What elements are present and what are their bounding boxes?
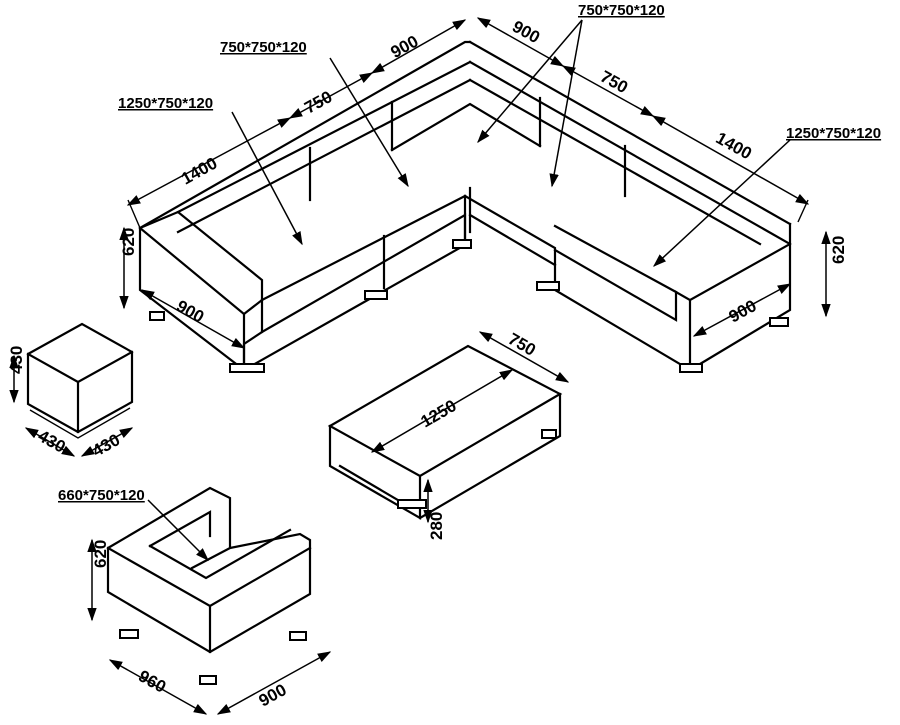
coffee-table: [327, 331, 570, 524]
sectional-sofa: [138, 40, 792, 373]
dim-right-depth: 900: [726, 296, 760, 326]
armchair-dim-height: 620: [91, 540, 110, 568]
dim-left-corner: 900: [388, 32, 422, 62]
left-middle-seat-label: 750*750*120: [220, 39, 307, 56]
armchair-dim-width: 960: [135, 666, 169, 696]
dim-left-middle: 750: [301, 87, 335, 117]
ottoman: [9, 322, 134, 457]
table-dim-height: 280: [427, 512, 446, 540]
corner-seat-label: 750*750*120: [578, 2, 665, 19]
armchair: [87, 486, 332, 715]
left-end-seat-label: 1250*750*120: [118, 95, 213, 112]
dim-left-length: 1400: [178, 153, 220, 188]
ottoman-dim-height: 430: [7, 346, 26, 374]
dim-right-corner: 900: [509, 17, 543, 47]
dim-left-depth: 900: [173, 296, 207, 326]
armchair-seat-label: 660*750*120: [58, 487, 145, 504]
right-end-seat-label: 1250*750*120: [786, 125, 881, 142]
dim-right-length: 1400: [713, 128, 755, 163]
table-dim-width: 750: [505, 329, 539, 360]
ottoman-dim-depth: 430: [89, 430, 123, 460]
dim-right-height: 620: [829, 236, 848, 264]
sectional-dimensions: [119, 17, 831, 349]
armchair-dim-depth: 900: [256, 680, 290, 710]
dim-left-height: 620: [119, 228, 138, 256]
table-dim-length: 1250: [417, 396, 459, 431]
ottoman-dim-width: 430: [35, 426, 69, 456]
dim-right-middle: 750: [597, 67, 631, 97]
